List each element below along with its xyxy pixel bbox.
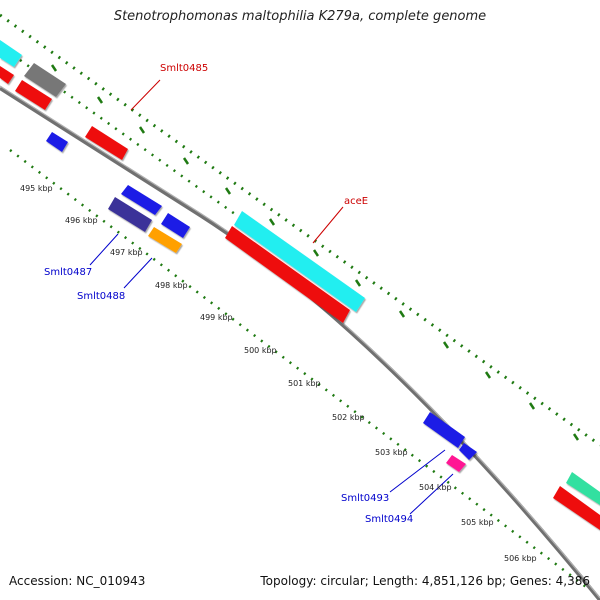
gene-feature[interactable] — [24, 63, 66, 97]
leader-line-smlt0485 — [130, 79, 161, 111]
gene-label-smlt0488[interactable]: Smlt0488 — [77, 291, 125, 302]
leader-line-acee — [312, 206, 344, 244]
gene-label-smlt0493[interactable]: Smlt0493 — [341, 493, 389, 504]
gene-label-smlt0494[interactable]: Smlt0494 — [365, 514, 413, 525]
gene-feature-smlt0488[interactable] — [148, 227, 182, 253]
leader-line-smlt0488 — [123, 257, 153, 289]
kbp-label: 501 kbp — [288, 379, 321, 388]
gene-feature[interactable] — [566, 472, 600, 505]
accession-text: Accession: NC_010943 — [9, 574, 146, 588]
gene-feature-acee[interactable] — [234, 211, 365, 312]
kbp-label: 504 kbp — [419, 483, 452, 492]
gene-feature-smlt0486[interactable] — [121, 185, 162, 215]
major-tick — [312, 249, 320, 257]
kbp-label: 498 kbp — [155, 281, 188, 290]
kbp-label: 502 kbp — [332, 413, 365, 422]
gene-label-acee[interactable]: aceE — [344, 196, 368, 207]
map-title: Stenotrophomonas maltophilia K279a, comp… — [113, 9, 487, 24]
tick-tracks — [0, 13, 600, 591]
kbp-label: 503 kbp — [375, 448, 408, 457]
major-tick — [398, 310, 406, 318]
kbp-label: 495 kbp — [20, 184, 53, 193]
gene-feature[interactable] — [0, 66, 14, 84]
major-tick — [182, 157, 190, 165]
gene-feature[interactable] — [161, 213, 190, 238]
major-tick — [484, 371, 492, 379]
gene-feature[interactable] — [553, 486, 600, 530]
major-tick — [96, 96, 104, 104]
topology-summary-text: Topology: circular; Length: 4,851,126 bp… — [260, 574, 590, 588]
gene-feature-smlt0494[interactable] — [446, 455, 466, 472]
kbp-label: 497 kbp — [110, 248, 143, 257]
kbp-label: 500 kbp — [244, 346, 277, 355]
leader-line-smlt0493 — [389, 449, 446, 493]
major-tick — [268, 218, 276, 226]
major-tick — [354, 279, 362, 287]
genome-backbone-highlight — [0, 85, 600, 599]
major-tick — [442, 341, 450, 349]
major-tick — [572, 433, 580, 441]
gene-feature-smlt0493[interactable] — [423, 412, 465, 448]
major-tick-marks — [50, 64, 580, 441]
kbp-label: 499 kbp — [200, 313, 233, 322]
leader-line-smlt0494 — [409, 473, 454, 515]
gene-feature[interactable] — [225, 226, 350, 323]
gene-feature[interactable] — [459, 443, 477, 460]
major-tick — [224, 187, 232, 195]
gene-feature-smlt0487[interactable] — [108, 197, 152, 232]
gene-feature[interactable] — [46, 132, 68, 152]
major-tick — [138, 126, 146, 134]
kbp-label: 505 kbp — [461, 518, 494, 527]
tick-track-outer-top — [0, 13, 600, 447]
leader-line-smlt0487 — [89, 233, 119, 266]
major-tick — [528, 402, 536, 410]
gene-feature[interactable] — [85, 126, 128, 160]
kbp-label: 496 kbp — [65, 216, 98, 225]
kbp-label: 506 kbp — [504, 554, 537, 563]
gene-feature[interactable] — [0, 40, 22, 67]
gene-label-smlt0485[interactable]: Smlt0485 — [160, 63, 208, 74]
gene-label-smlt0487[interactable]: Smlt0487 — [44, 267, 92, 278]
major-tick — [50, 64, 58, 72]
genome-backbone — [0, 86, 600, 600]
gene-feature[interactable] — [15, 80, 52, 110]
